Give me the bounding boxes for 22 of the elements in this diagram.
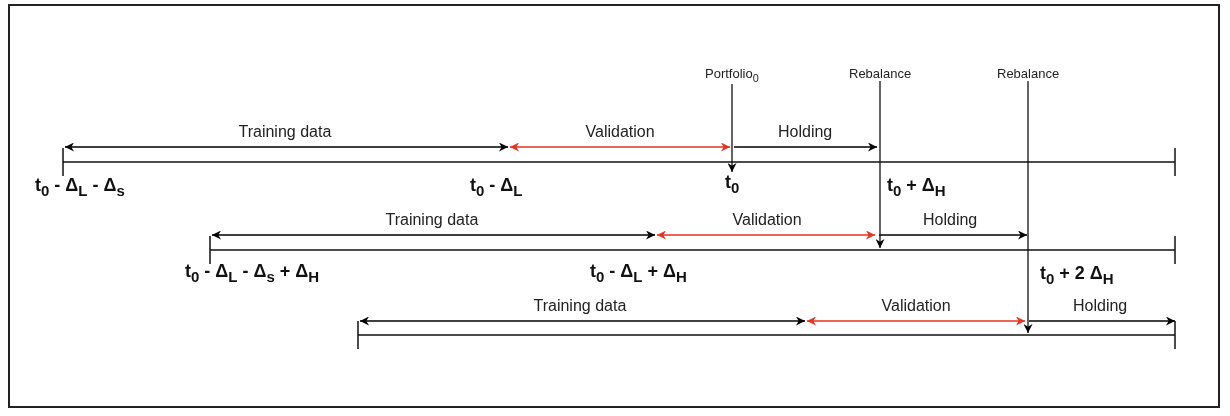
period-label: Validation [585,124,655,140]
arrow [1023,80,1033,334]
period-label: Holding [1073,298,1128,314]
time-label: t$_{0}$ + 2 Δ$_{H}$ [1040,264,1114,286]
time-label: t$_{0}$ - Δ$_{L}$ - Δ$_{s}$ + Δ$_{H}$ [185,262,320,284]
event-label: Rebalance [847,66,914,81]
time-label: t$_{0}$ [723,172,742,196]
time-label: t$_{0}$ - Δ$_{L}$ + Δ$_{H}$ [590,262,687,284]
arrow [875,80,885,249]
period-label: Training data [238,124,332,140]
period-label: Training data [533,298,627,314]
event-label: Portfolio$_{0}$ [703,66,761,85]
period-label: Holding [923,212,978,228]
time-label: t$_{0}$ - Δ$_{L}$ - Δ$_{s}$ [35,176,125,198]
arrow [727,83,737,173]
period-label: Validation [732,212,802,228]
period-label: Holding [778,124,833,140]
period-label: Validation [881,298,951,314]
time-label: t$_{0}$ + Δ$_{H}$ [887,176,946,198]
event-label: Rebalance [995,66,1062,81]
time-label: t$_{0}$ - Δ$_{L}$ [470,176,523,198]
period-label: Training data [385,212,479,228]
